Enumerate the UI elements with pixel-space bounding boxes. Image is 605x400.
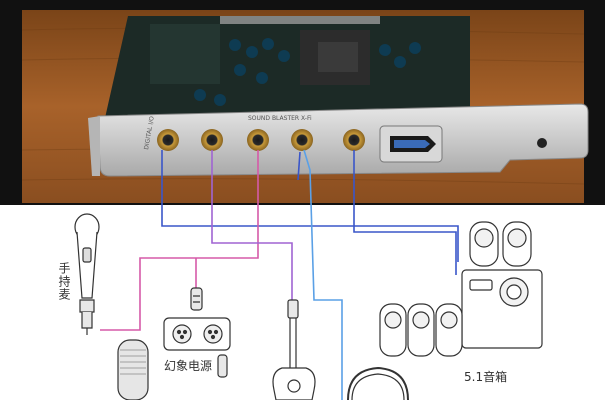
card-model-text: SOUND BLASTER X-Fi [248,115,312,122]
cable-blue-short [297,151,301,181]
speaker-system-drawing [379,221,543,357]
cable-blue-speakers [161,150,459,262]
cables [100,149,459,400]
headphones-drawing [347,366,409,400]
bracket-edge [88,116,100,176]
jack-mic-in [247,129,269,151]
audio-jacks [157,129,365,151]
label-5-1-speakers: 5.1音箱 [464,370,508,384]
phantom-power-drawing [163,317,231,378]
label-handheld-mic: 手持麦 [57,262,71,301]
bracket-screw-hole [537,138,547,148]
sound-card-photo: SOUND BLASTER X-Fi DIGITAL I/O [0,0,605,205]
cable-lightblue [303,149,343,400]
cable-magenta-mic [100,150,259,331]
handheld-mic-drawing [74,213,100,335]
xlr-plug-drawing [190,287,203,311]
circuit-board [105,16,470,118]
devices [74,213,543,400]
cable-blue-lineout [353,150,457,275]
condenser-mic-drawing [117,339,149,400]
guitar-drawing [272,299,316,400]
jack-flexi [291,129,313,151]
jack-digital-io [157,129,179,151]
cable-purple-guitar [211,150,293,300]
jack-line-out [343,129,365,151]
firewire-port [379,125,443,163]
jack-line-in [201,129,223,151]
label-phantom-power: 幻象电源 [164,359,213,373]
